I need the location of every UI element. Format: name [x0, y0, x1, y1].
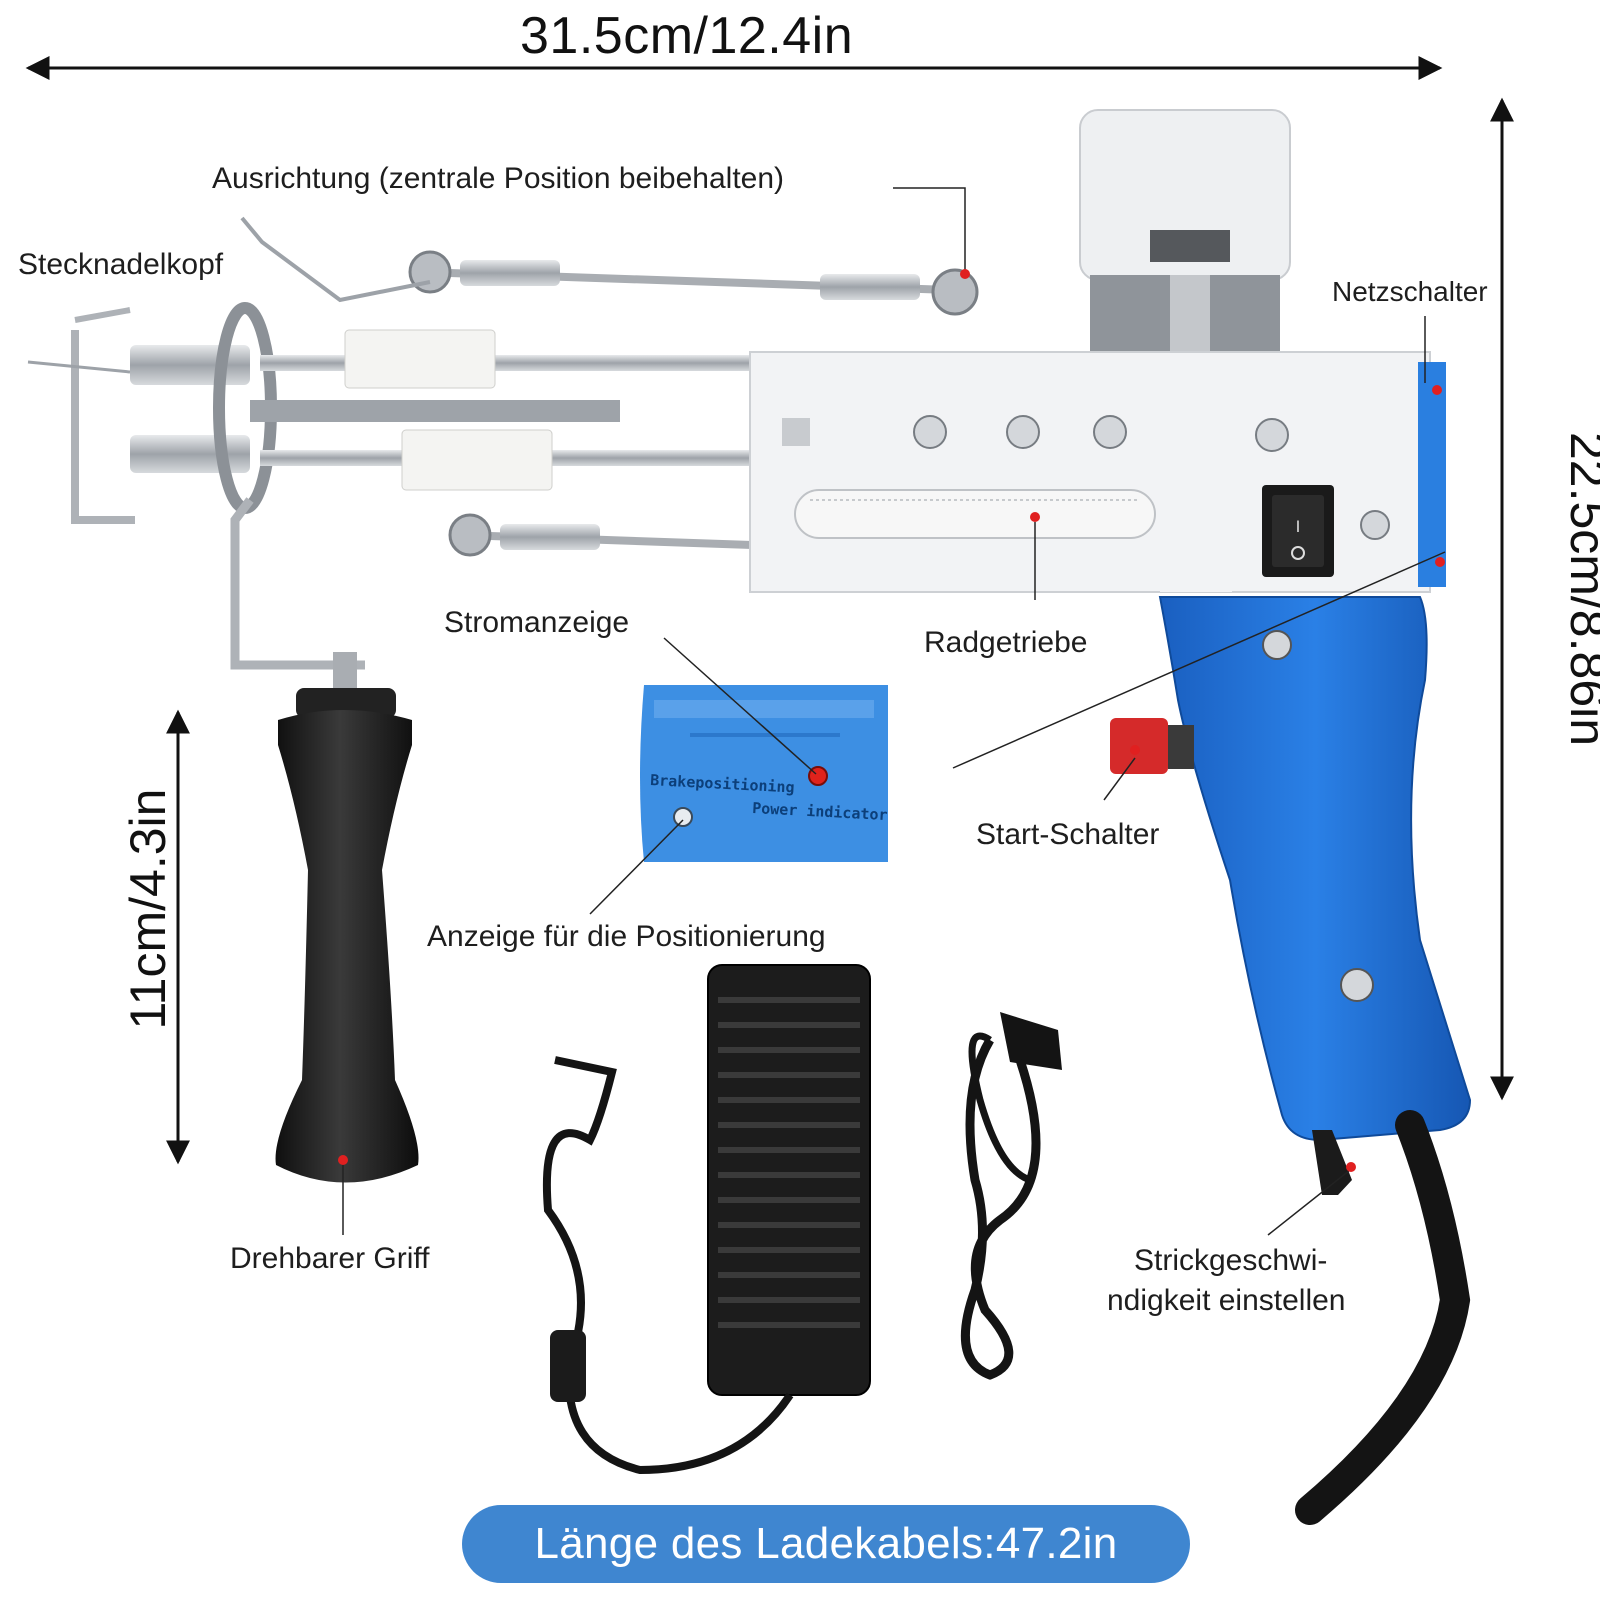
power-indicator-leader [663, 637, 817, 775]
inset-leader [952, 551, 1446, 769]
cable-length-banner: Länge des Ladekabels:47.2in [462, 1505, 1190, 1583]
rotating-grip-callout: Drehbarer Griff [230, 1242, 430, 1275]
leader-lines [342, 187, 1446, 1236]
power-switch: I [1262, 485, 1334, 577]
blue-panel-dot [1435, 557, 1445, 567]
speed-leader [1267, 1169, 1351, 1236]
alignment-leader [893, 187, 966, 272]
indicator-inset: Brakepositioning Power indicator [592, 640, 948, 890]
power-switch-callout: Netzschalter [1332, 276, 1488, 307]
start-switch-dot [1130, 745, 1140, 755]
gun-body [749, 351, 1446, 593]
svg-text:I: I [1296, 517, 1301, 536]
motor-housing [1079, 109, 1291, 355]
alignment-callout: Ausrichtung (zentrale Position beibehalt… [212, 162, 785, 195]
marker-dots [338, 269, 1445, 1172]
grip-dimension-label: 11cm/4.3in [120, 788, 176, 1030]
width-dimension-label: 31.5cm/12.4in [520, 7, 854, 65]
rotating-grip [275, 652, 419, 1183]
speed-callout-line1: Strickgeschwi- [1134, 1244, 1328, 1277]
power-adapter [542, 964, 871, 1475]
wheel-gear [794, 489, 1156, 539]
start-switch-leader [1103, 757, 1136, 801]
blue-pistol-grip [1110, 596, 1472, 1525]
position-indicator-leader [589, 819, 684, 915]
ac-power-cord [960, 1012, 1062, 1380]
wheel-gear-dot [1030, 512, 1040, 522]
needle-head-callout: Stecknadelkopf [18, 248, 224, 281]
grip-dot [338, 1155, 348, 1165]
speed-callout-line2: ndigkeit einstellen [1107, 1284, 1346, 1317]
position-indicator-callout: Anzeige für die Positionierung [427, 920, 826, 953]
start-switch-callout: Start-Schalter [976, 818, 1160, 851]
needle-frame [27, 302, 750, 670]
power-indicator-callout: Stromanzeige [444, 606, 630, 639]
speed-dot [1346, 1162, 1356, 1172]
power-switch-dot [1432, 385, 1442, 395]
alignment-dot [960, 269, 970, 279]
wheel-gear-callout: Radgetriebe [924, 626, 1088, 659]
height-dimension-label: 22.5cm/8.86in [1560, 431, 1600, 747]
